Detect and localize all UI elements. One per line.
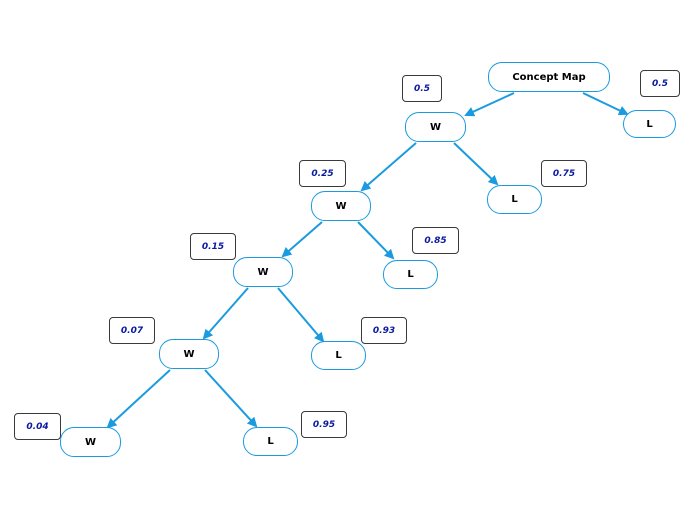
node-l2-label: L [407,269,414,280]
prob-value-w4: 0.07 [120,325,144,336]
node-l4-label: L [267,436,274,447]
edge-root-to-w1 [464,92,515,117]
edge-w2-to-l2 [357,221,395,260]
prob-value-l4: 0.95 [312,419,336,430]
prob-box-w5: 0.04 [14,413,61,440]
prob-value-w1: 0.5 [414,83,430,94]
prob-value-w3: 0.15 [201,241,225,252]
prob-box-w3: 0.15 [190,233,236,260]
node-w3[interactable]: W [233,257,293,287]
prob-box-l2: 0.85 [412,227,459,254]
prob-box-w2: 0.25 [299,160,346,187]
edge-w4-to-l5 [204,369,258,428]
edge-root-to-l0 [582,92,629,116]
prob-box-l3: 0.93 [361,317,407,344]
prob-box-l4: 0.95 [301,411,347,438]
node-w3-label: W [257,266,269,278]
edge-w2-to-w3 [281,221,323,258]
prob-box-w1: 0.5 [402,75,442,102]
node-l4[interactable]: L [243,427,298,456]
node-w2-label: W [335,200,347,212]
edge-w3-to-l3 [277,287,325,343]
edge-w1-to-w2 [360,142,417,192]
node-l2[interactable]: L [383,260,438,289]
prob-value-l3: 0.93 [372,325,396,336]
prob-value-l1: 0.75 [552,168,576,179]
node-l1[interactable]: L [487,185,542,214]
root-node-label: Concept Map [512,71,586,83]
node-w2[interactable]: W [311,191,371,221]
root-node-concept-map[interactable]: Concept Map [488,62,610,92]
node-w4-label: W [183,348,195,360]
edge-w4-to-w5 [106,369,171,429]
node-w5[interactable]: W [60,427,121,457]
edge-w1-to-l1 [453,142,499,186]
prob-box-l1: 0.75 [541,160,587,187]
node-w1[interactable]: W [405,112,466,142]
node-l0-label: L [646,118,653,130]
prob-value-l2: 0.85 [424,235,447,246]
node-w1-label: W [429,121,442,133]
edge-w3-to-w4 [202,287,249,340]
node-l0[interactable]: L [623,110,676,138]
node-w5-label: W [84,436,97,448]
node-l1-label: L [511,194,518,205]
prob-box-w4: 0.07 [109,317,155,344]
prob-value-l0: 0.5 [652,78,668,89]
prob-value-w5: 0.04 [26,421,49,432]
node-l3-label: L [335,350,342,361]
prob-box-l0: 0.5 [640,70,680,97]
prob-value-w2: 0.25 [311,168,334,179]
node-l3[interactable]: L [311,341,366,370]
node-w4[interactable]: W [159,339,219,369]
